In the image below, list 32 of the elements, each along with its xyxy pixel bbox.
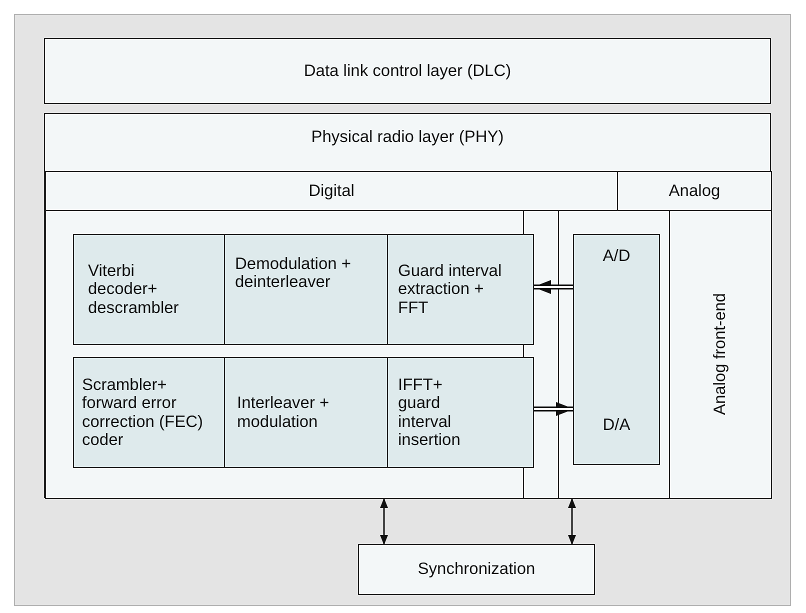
block-label: Viterbi decoder+ descrambler — [88, 262, 180, 318]
block-label: Data link control layer (DLC) — [304, 62, 512, 80]
block-label: Scrambler+ forward error correction (FEC) coder — [82, 376, 204, 450]
arrow — [380, 498, 388, 545]
panel-box — [669, 210, 772, 499]
process-box — [224, 234, 388, 345]
section-band — [617, 171, 772, 211]
process-box — [73, 357, 225, 468]
block-label: Analog — [668, 182, 720, 200]
converter-box — [573, 234, 660, 465]
process-box — [73, 234, 225, 345]
arrow — [568, 498, 576, 545]
process-box — [387, 357, 534, 468]
panel-box — [45, 210, 559, 499]
block-label: Guard interval extraction + FFT — [398, 262, 503, 318]
block-label: Physical radio layer (PHY) — [311, 128, 504, 146]
layer-box — [44, 113, 771, 498]
block-label: D/A — [602, 416, 630, 434]
block-label: Digital — [308, 182, 354, 200]
block-label: Analog front-end — [711, 293, 730, 416]
block-label: IFFT+ guard interval insertion — [398, 376, 462, 450]
arrow — [533, 280, 573, 294]
process-box — [224, 357, 388, 468]
block-label: A/D — [602, 247, 630, 266]
process-box — [358, 544, 595, 595]
block-label: Synchronization — [418, 560, 536, 579]
block-label: Interleaver + modulation — [237, 394, 330, 431]
arrow — [534, 402, 574, 416]
block-label: Demodulation + deinterleaver — [235, 255, 352, 292]
layer-box — [44, 38, 771, 104]
section-band — [45, 171, 618, 211]
process-box — [387, 234, 534, 345]
